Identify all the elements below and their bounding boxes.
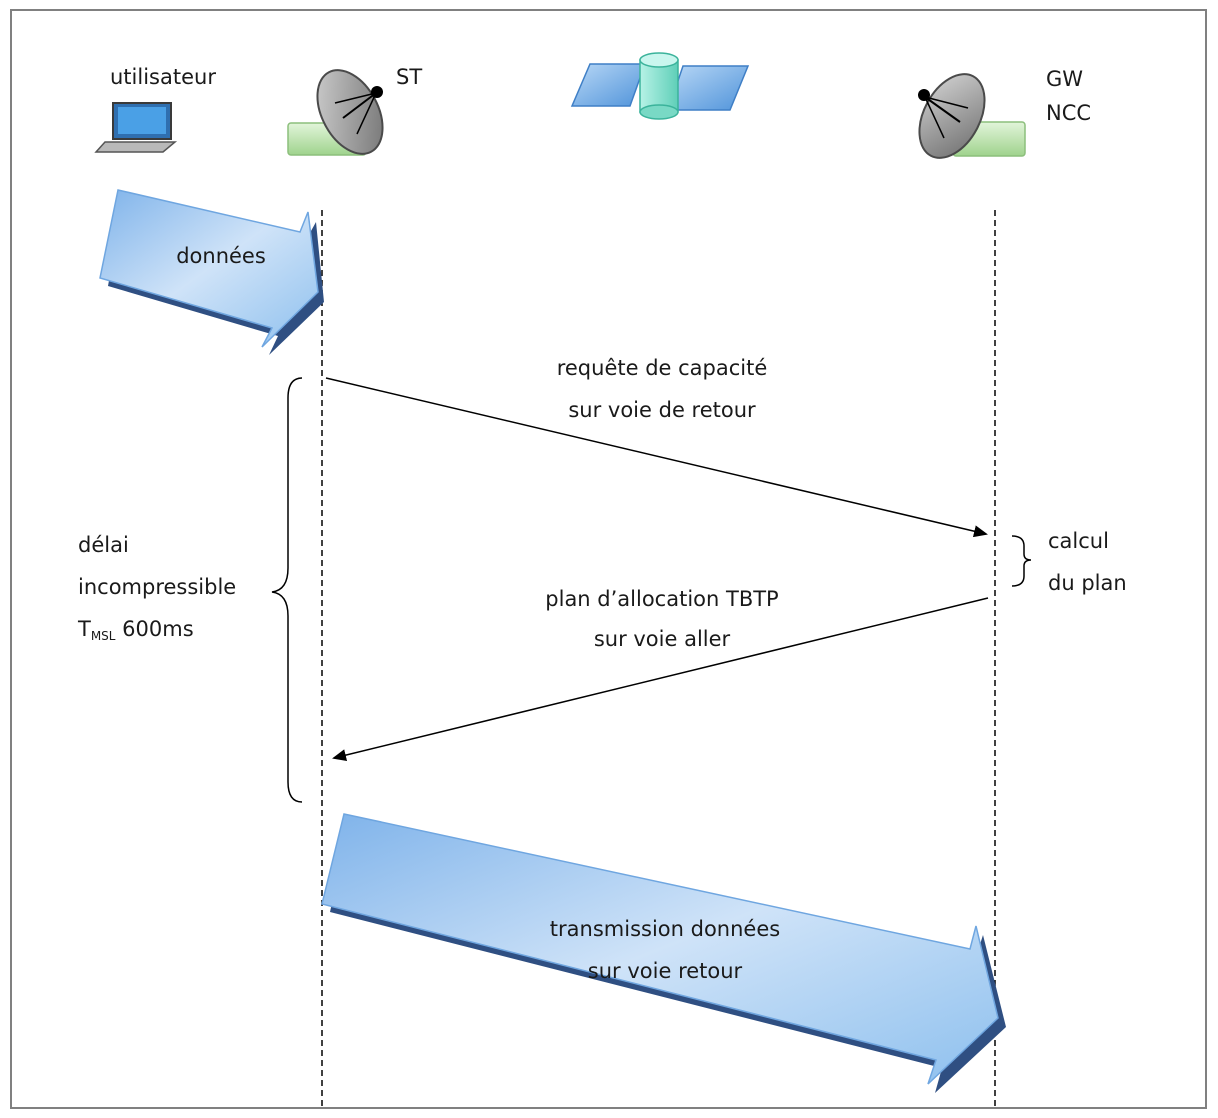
request-label-line2: sur voie de retour	[568, 398, 756, 422]
calc-brace	[1011, 535, 1032, 587]
delay-brace	[271, 377, 303, 803]
plan-label-line2: sur voie aller	[593, 627, 731, 651]
t-symbol: T	[78, 617, 91, 641]
satellite-icon	[570, 52, 750, 120]
delay-label-line2: incompressible	[78, 575, 237, 599]
ncc-label: NCC	[1046, 101, 1092, 125]
laptop-icon	[94, 102, 178, 153]
t-subscript: MSL	[90, 629, 116, 643]
capacity-request-arrow	[325, 377, 988, 538]
allocation-plan-arrow	[332, 597, 989, 761]
transmission-label-line1: transmission données	[549, 917, 781, 941]
delay-label-line3: TMSL 600ms	[78, 612, 194, 653]
satellite-terminal-icon	[287, 69, 384, 156]
data-in-arrow	[99, 189, 324, 355]
gateway-icon	[918, 73, 1026, 159]
delay-label-line1: délai	[78, 533, 129, 557]
request-label-line1: requête de capacité	[556, 356, 768, 380]
data-in-label: données	[176, 244, 266, 268]
t-value: 600ms	[115, 617, 194, 641]
st-label: ST	[396, 65, 423, 89]
user-label: utilisateur	[110, 65, 216, 89]
calc-label-line1: calcul	[1048, 529, 1109, 553]
calc-label-line2: du plan	[1048, 571, 1127, 595]
transmission-arrow	[321, 813, 1006, 1093]
plan-label-line1: plan d’allocation TBTP	[545, 587, 779, 611]
gw-label: GW	[1046, 67, 1084, 91]
transmission-label-line2: sur voie retour	[587, 959, 743, 983]
